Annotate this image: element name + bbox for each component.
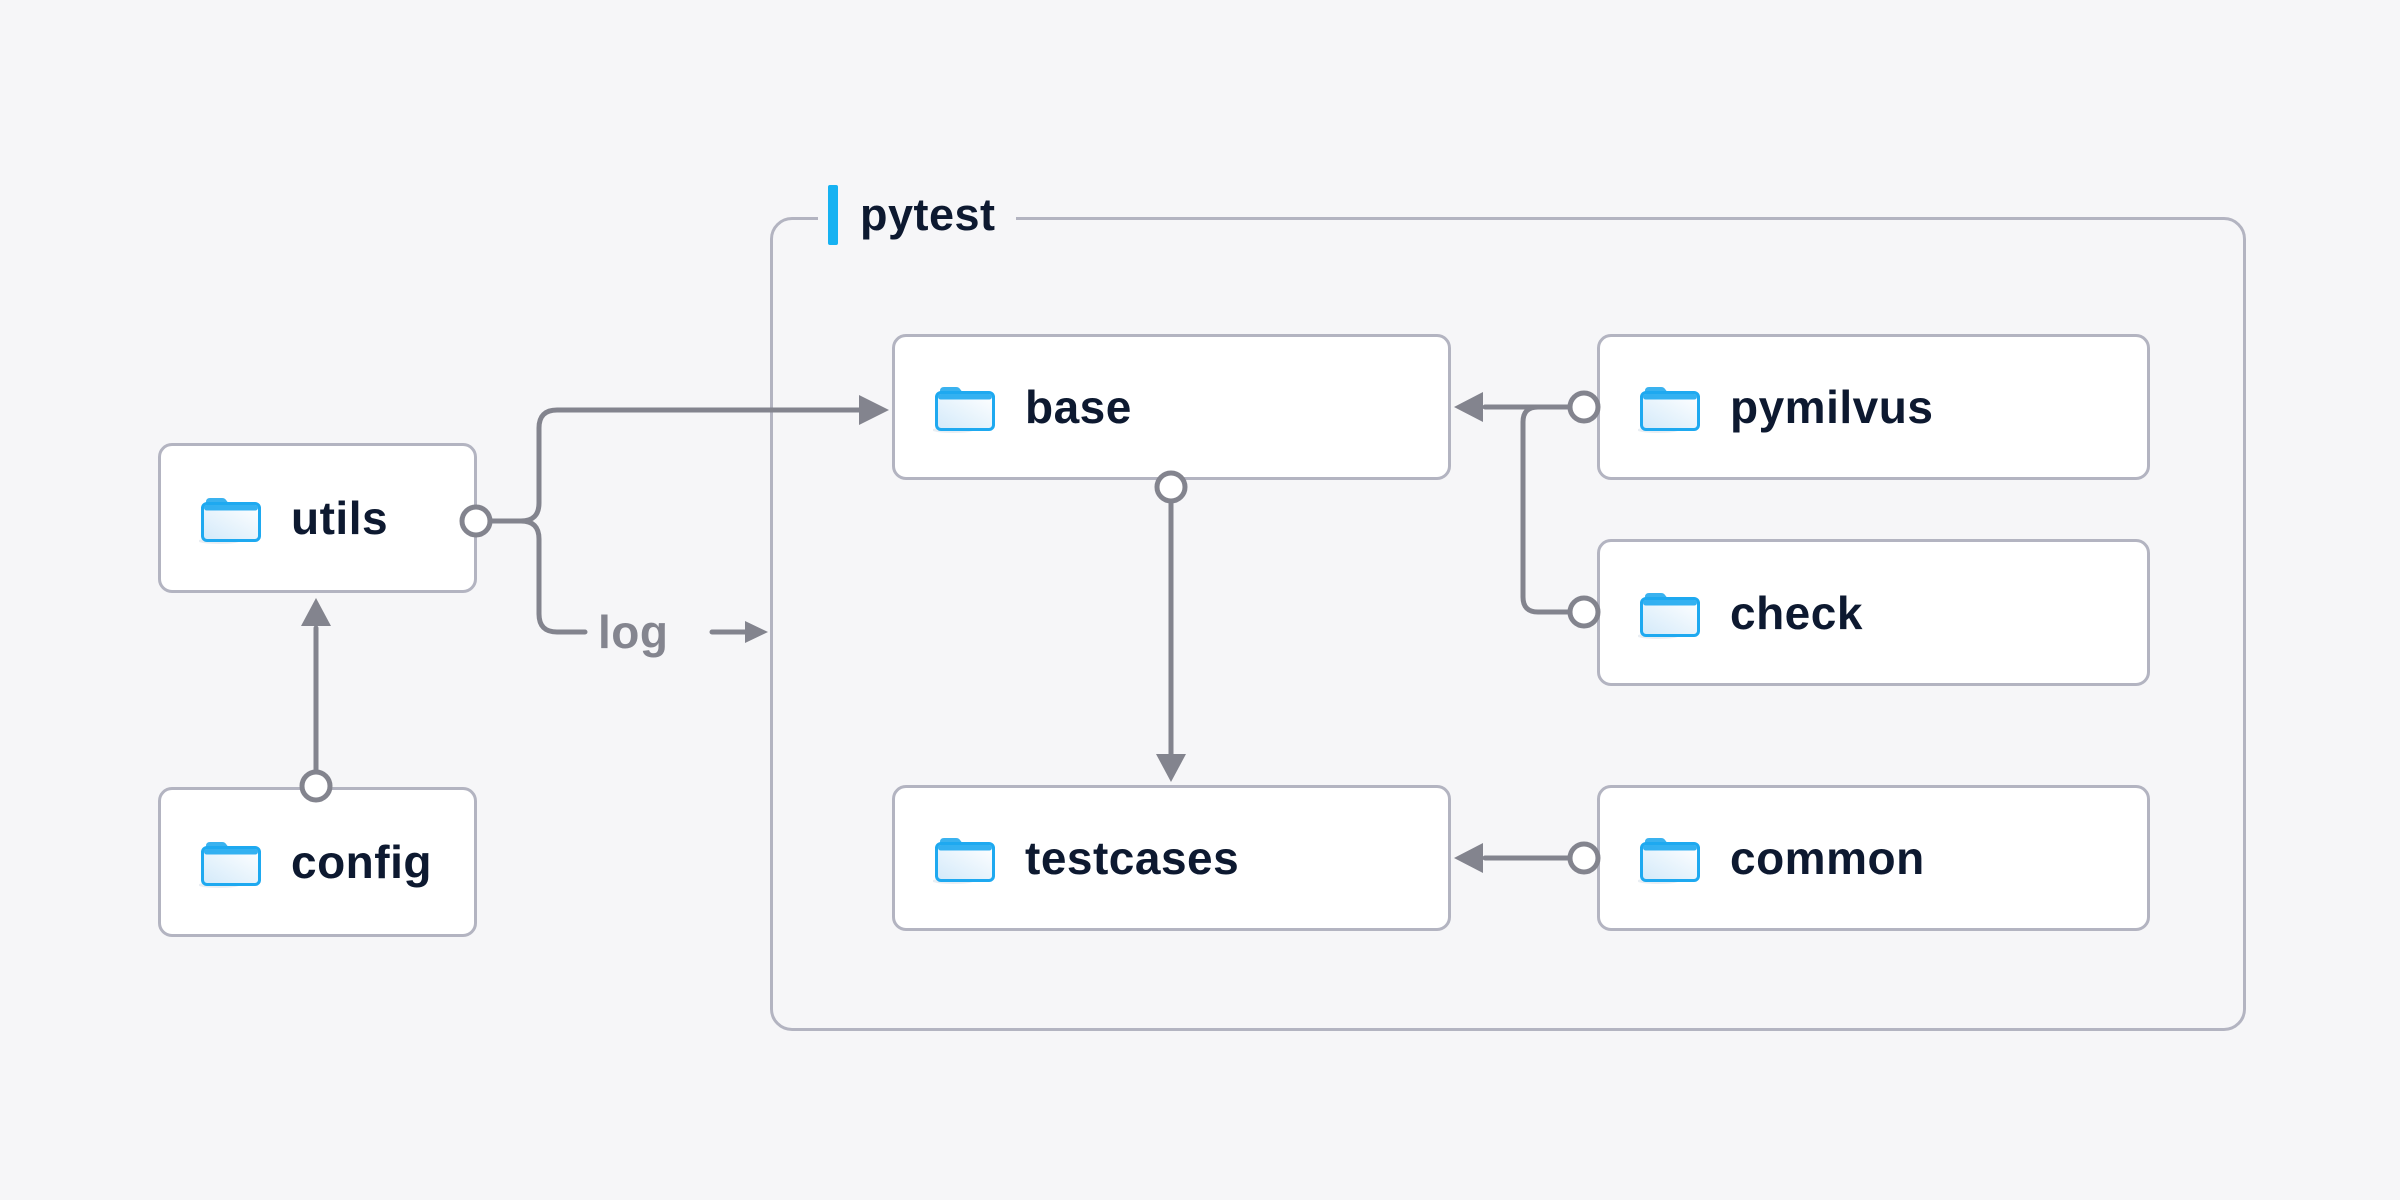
- edge-config-utils: [299, 598, 333, 803]
- folder-icon: [1638, 381, 1702, 433]
- folder-icon: [933, 381, 997, 433]
- folder-icon: [199, 492, 263, 544]
- node-config[interactable]: config: [158, 787, 477, 937]
- pytest-group-container: [770, 217, 2246, 1031]
- folder-icon: [199, 836, 263, 888]
- node-label: utils: [291, 492, 389, 544]
- node-pymilvus[interactable]: pymilvus: [1597, 334, 2150, 480]
- node-label: common: [1730, 832, 1925, 884]
- folder-icon: [933, 832, 997, 884]
- node-common[interactable]: common: [1597, 785, 2150, 931]
- node-check[interactable]: check: [1597, 539, 2150, 686]
- accent-bar: [828, 185, 838, 245]
- node-label: base: [1025, 381, 1132, 433]
- pytest-group-label: pytest: [818, 182, 1016, 248]
- node-label: testcases: [1025, 832, 1240, 884]
- node-testcases[interactable]: testcases: [892, 785, 1451, 931]
- node-label: pymilvus: [1730, 381, 1934, 433]
- log-edge-label: log: [598, 606, 669, 658]
- folder-icon: [1638, 587, 1702, 639]
- node-label: config: [291, 836, 432, 888]
- folder-icon: [1638, 832, 1702, 884]
- node-label: check: [1730, 586, 1863, 639]
- node-base[interactable]: base: [892, 334, 1451, 480]
- node-utils[interactable]: utils: [158, 443, 477, 593]
- pytest-group-title: pytest: [860, 189, 996, 240]
